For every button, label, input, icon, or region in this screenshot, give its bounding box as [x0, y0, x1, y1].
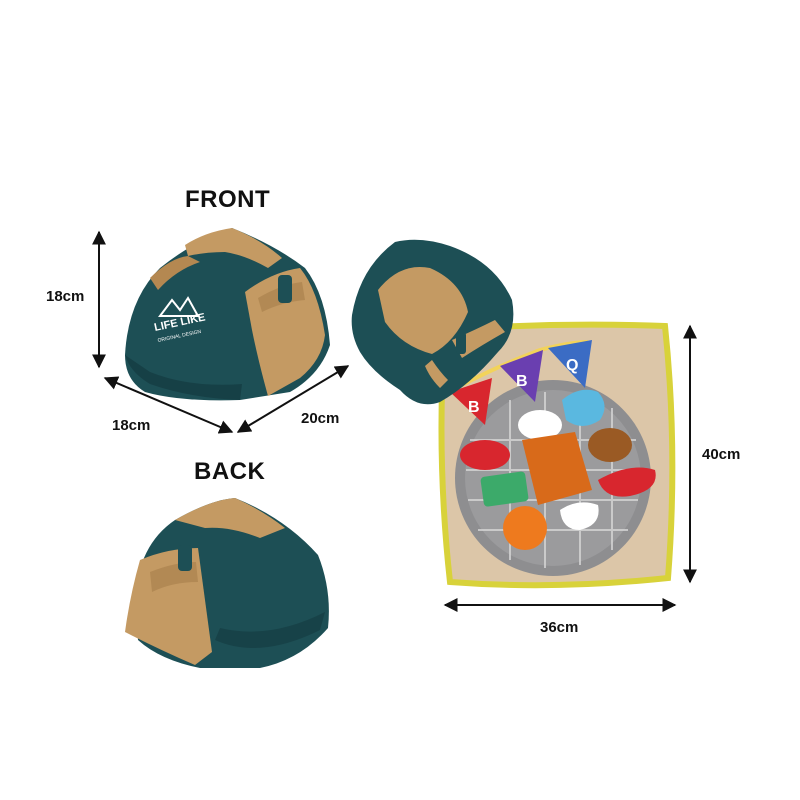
mat-width-label: 36cm: [540, 619, 579, 636]
flag-letter-3: Q: [566, 357, 578, 374]
food-green: [480, 471, 529, 507]
bunting-flag-1: B: [450, 378, 492, 425]
mat-height-label: 40cm: [702, 446, 741, 463]
food-brown-right: [588, 428, 632, 462]
bunting-flag-2: B: [500, 350, 543, 402]
carry-case: [351, 239, 514, 405]
flag-letter-2: B: [516, 373, 528, 390]
food-orange-round: [503, 506, 547, 550]
bunting-flag-3: Q: [548, 340, 592, 388]
front-width-arrow: [236, 365, 350, 433]
front-depth-arrow: [103, 376, 234, 434]
front-tent: LIFE LIKE ORIGINAL DESIGN: [125, 228, 330, 401]
back-tent: [125, 498, 329, 668]
food-red-left: [460, 440, 510, 470]
front-heading: FRONT: [185, 186, 271, 213]
front-height-label: 18cm: [46, 288, 85, 305]
flag-letter-1: B: [468, 399, 480, 416]
food-red-sausage: [598, 467, 656, 497]
food-white-top: [518, 410, 562, 440]
bbq-mat: B B Q: [438, 321, 676, 589]
food-white-bottom: [560, 502, 599, 530]
food-blue-shell: [562, 389, 605, 426]
food-orange-center: [522, 432, 592, 505]
back-heading: BACK: [194, 458, 266, 485]
